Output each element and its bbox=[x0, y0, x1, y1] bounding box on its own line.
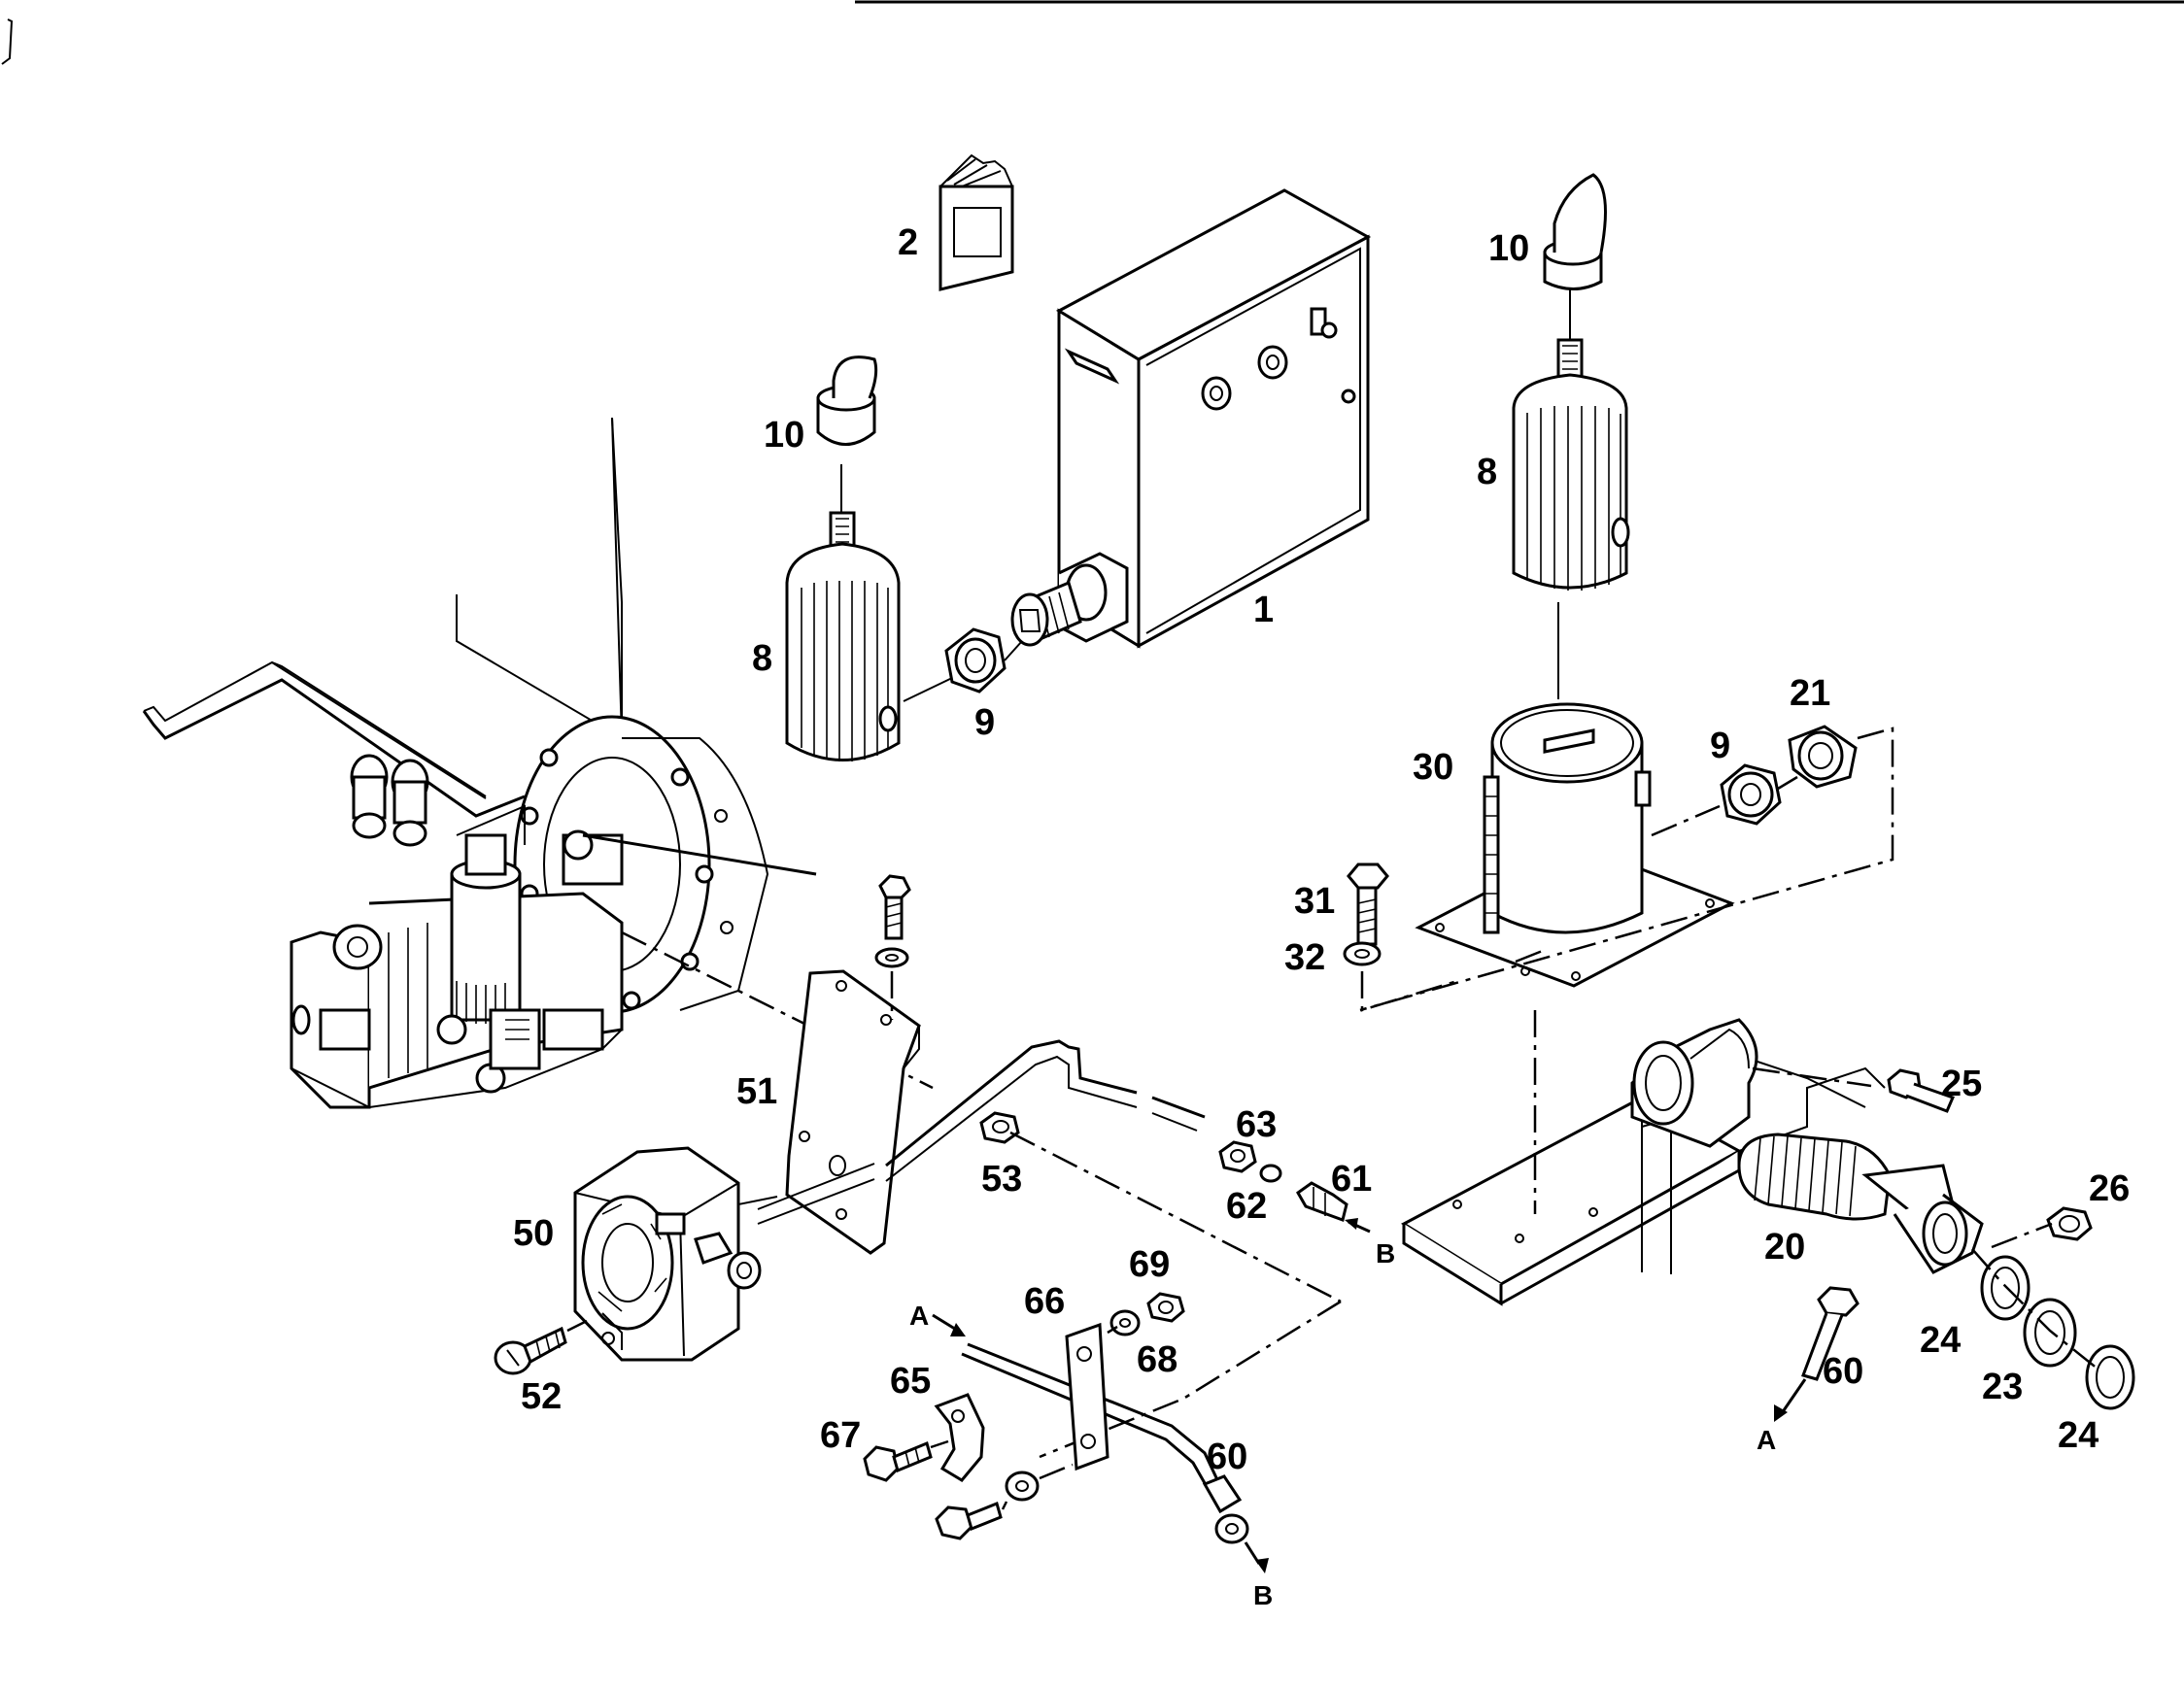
callout-65: 65 bbox=[890, 1361, 931, 1402]
arrow-label-a-bottom: A bbox=[1757, 1425, 1776, 1455]
callout-1: 1 bbox=[1253, 590, 1274, 630]
part-9-right-nut bbox=[1720, 763, 1782, 826]
callout-32: 32 bbox=[1284, 937, 1325, 978]
callout-8-left: 8 bbox=[752, 638, 772, 679]
callout-69: 69 bbox=[1129, 1244, 1170, 1285]
callout-9-left: 9 bbox=[974, 702, 995, 743]
arrow-a-left bbox=[932, 1313, 966, 1336]
assembly-line bbox=[1359, 727, 1894, 1012]
callout-67: 67 bbox=[820, 1415, 861, 1456]
part-20-corrugated-hose bbox=[1737, 1133, 1984, 1274]
part-50-motor bbox=[573, 1146, 762, 1362]
callout-24-upper: 24 bbox=[1920, 1320, 1961, 1361]
callout-51: 51 bbox=[736, 1071, 777, 1112]
part-24-seal-upper bbox=[1980, 1255, 2030, 1321]
callout-21: 21 bbox=[1790, 673, 1830, 714]
arrow-b-right bbox=[1345, 1218, 1371, 1234]
part-51-bracket bbox=[785, 969, 921, 1255]
callout-10-left: 10 bbox=[764, 415, 804, 456]
callout-62: 62 bbox=[1226, 1186, 1267, 1227]
callout-63: 63 bbox=[1236, 1104, 1277, 1145]
part-2-manual-booklet bbox=[938, 153, 1014, 291]
assembly-line bbox=[1971, 1248, 2099, 1370]
bracket-bolt bbox=[874, 874, 911, 968]
part-10-left-elbow-cap bbox=[816, 355, 878, 446]
assembly-line bbox=[566, 1319, 588, 1333]
machine-assembly bbox=[142, 417, 769, 1109]
callout-9-right: 9 bbox=[1710, 726, 1730, 766]
part-53-nut bbox=[979, 1111, 1020, 1144]
arrow-a-lower bbox=[1774, 1378, 1807, 1422]
leader-line bbox=[1004, 640, 1023, 661]
callout-66: 66 bbox=[1024, 1281, 1065, 1322]
part-31-bolt bbox=[1347, 862, 1389, 946]
callout-2: 2 bbox=[898, 222, 918, 263]
part-61-fitting bbox=[1296, 1181, 1348, 1222]
arrow-b-bottom bbox=[1244, 1541, 1269, 1573]
callout-61: 61 bbox=[1331, 1159, 1372, 1200]
arrow-label-a-left: A bbox=[909, 1301, 929, 1331]
assembly-line bbox=[1752, 1066, 1872, 1088]
part-62-ferrule bbox=[1259, 1164, 1282, 1183]
corner-mark bbox=[1, 18, 14, 65]
part-1-control-box bbox=[1010, 188, 1372, 649]
part-67-bolt bbox=[863, 1440, 933, 1482]
assembly-line bbox=[1107, 1325, 1118, 1335]
part-60-hose-clamp-bolt bbox=[1801, 1286, 1860, 1381]
callout-8-right: 8 bbox=[1477, 452, 1497, 492]
callout-52: 52 bbox=[521, 1376, 562, 1417]
part-25-bolt bbox=[1887, 1068, 1956, 1113]
linkage-rod bbox=[757, 1039, 1206, 1225]
assembly-line bbox=[1651, 775, 1798, 837]
leader-line bbox=[737, 1196, 778, 1205]
part-52-screw bbox=[494, 1326, 567, 1375]
callout-68: 68 bbox=[1137, 1339, 1177, 1380]
assembly-line bbox=[1991, 1222, 2053, 1249]
part-8-right-filter bbox=[1512, 338, 1630, 591]
part-69-nut bbox=[1146, 1292, 1185, 1323]
arrow-label-b-bottom: B bbox=[1253, 1580, 1273, 1610]
part-10-right-elbow-cap bbox=[1543, 173, 1607, 290]
part-9-left-nut bbox=[944, 627, 1007, 693]
part-32-washer bbox=[1343, 941, 1382, 966]
part-26-nut bbox=[2046, 1206, 2093, 1241]
part-66-clamp-plate bbox=[1065, 1322, 1109, 1471]
callout-60-right: 60 bbox=[1823, 1351, 1863, 1392]
callout-25: 25 bbox=[1941, 1064, 1982, 1104]
shaft-line bbox=[582, 833, 817, 876]
part-30-filter-holder bbox=[1415, 702, 1735, 988]
callout-26: 26 bbox=[2089, 1168, 2130, 1209]
callout-10-right: 10 bbox=[1488, 228, 1529, 269]
assembly-line bbox=[930, 1439, 949, 1449]
part-65-clip bbox=[934, 1393, 985, 1482]
mounting-plate bbox=[1400, 1058, 1886, 1306]
part-8-left-filter bbox=[785, 511, 901, 761]
callout-30: 30 bbox=[1413, 747, 1453, 788]
arrow-label-b-right: B bbox=[1376, 1238, 1395, 1268]
part-68-washer bbox=[1109, 1309, 1141, 1336]
leader-line bbox=[903, 677, 953, 702]
assembly-line bbox=[1001, 1463, 1074, 1510]
callout-53: 53 bbox=[981, 1159, 1022, 1200]
callout-24-lower: 24 bbox=[2058, 1415, 2099, 1456]
part-63-nut bbox=[1218, 1140, 1257, 1173]
callout-50: 50 bbox=[513, 1213, 554, 1254]
callout-60-lower: 60 bbox=[1207, 1437, 1247, 1477]
lower-bolt-and-washer bbox=[935, 1471, 1040, 1540]
callout-31: 31 bbox=[1294, 881, 1335, 922]
assembly-line bbox=[1360, 948, 1546, 1012]
elbow-fitting bbox=[1630, 1018, 1758, 1148]
callout-20: 20 bbox=[1764, 1227, 1805, 1268]
callout-23: 23 bbox=[1982, 1367, 2023, 1407]
part-24-seal-lower bbox=[2085, 1344, 2135, 1410]
part-21-connector bbox=[1788, 725, 1858, 789]
part-23-ring bbox=[2023, 1298, 2077, 1368]
